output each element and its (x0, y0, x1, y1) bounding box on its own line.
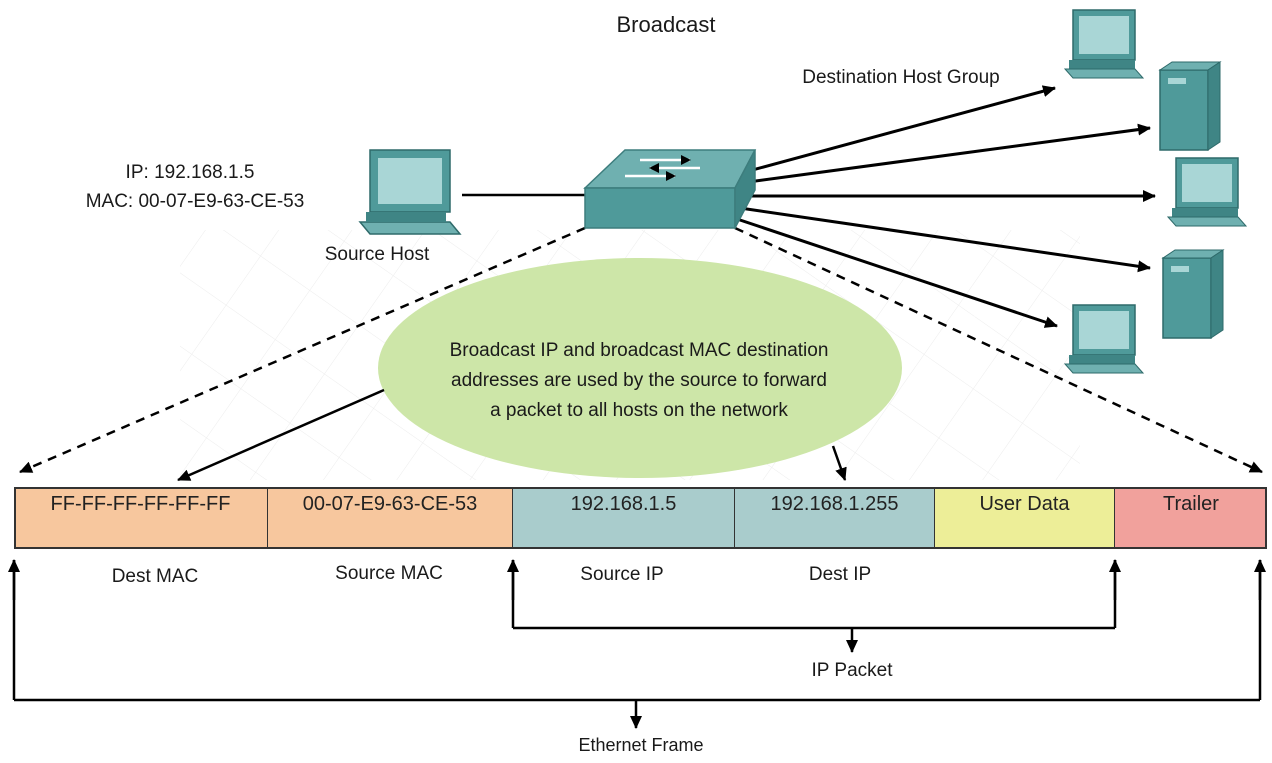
destination-group-label: Destination Host Group (802, 67, 1000, 88)
ip-packet-bracket (507, 559, 1121, 653)
frame-field-user-data: User Data (935, 487, 1115, 549)
source-mac-label: MAC: 00-07-E9-63-CE-53 (85, 191, 305, 212)
field-label-source-ip: Source IP (580, 564, 664, 585)
frame-field-dest-ip: 192.168.1.255 (735, 487, 935, 549)
field-label-dest-mac: Dest MAC (111, 566, 199, 587)
callout-pointer-ip (831, 445, 847, 481)
dest-pc-icon (1063, 304, 1145, 374)
frame-field-trailer: Trailer (1115, 487, 1267, 549)
ethernet-frame-label: Ethernet Frame (578, 735, 704, 755)
frame-field-source-mac: 00-07-E9-63-CE-53 (268, 487, 513, 549)
source-ip-label: IP: 192.168.1.5 (125, 162, 255, 183)
source-pc-icon (358, 149, 462, 235)
dest-pc-icon (1166, 157, 1248, 227)
switch-icon (583, 149, 757, 229)
source-host-label: Source Host (324, 244, 430, 265)
dest-pc-icon (1063, 9, 1145, 79)
ip-packet-label: IP Packet (811, 660, 893, 681)
dest-arrow-1 (744, 85, 1056, 174)
dest-arrow-5 (727, 214, 1058, 328)
callout-pointer-mac (177, 388, 385, 482)
callout-text: Broadcast IP and broadcast MAC destinati… (392, 336, 886, 426)
field-label-dest-ip: Dest IP (808, 564, 872, 585)
frame-field-dest-mac: FF-FF-FF-FF-FF-FF (14, 487, 268, 549)
dashed-line-right (734, 226, 1263, 474)
dest-server-icon (1161, 249, 1225, 339)
diagram-title: Broadcast (616, 12, 716, 37)
ethernet-frame-bracket (7, 559, 1266, 729)
callout-line: addresses are used by the source to forw… (451, 370, 827, 391)
field-label-source-mac: Source MAC (335, 563, 443, 584)
callout-line: Broadcast IP and broadcast MAC destinati… (449, 340, 829, 361)
frame-field-source-ip: 192.168.1.5 (513, 487, 735, 549)
dest-arrow-2 (747, 123, 1151, 184)
dashed-line-left (19, 226, 586, 474)
callout-line: a packet to all hosts on the network (490, 400, 788, 421)
dest-arrow-4 (739, 206, 1151, 273)
callout-bubble (378, 258, 902, 478)
dest-server-icon (1158, 61, 1222, 151)
